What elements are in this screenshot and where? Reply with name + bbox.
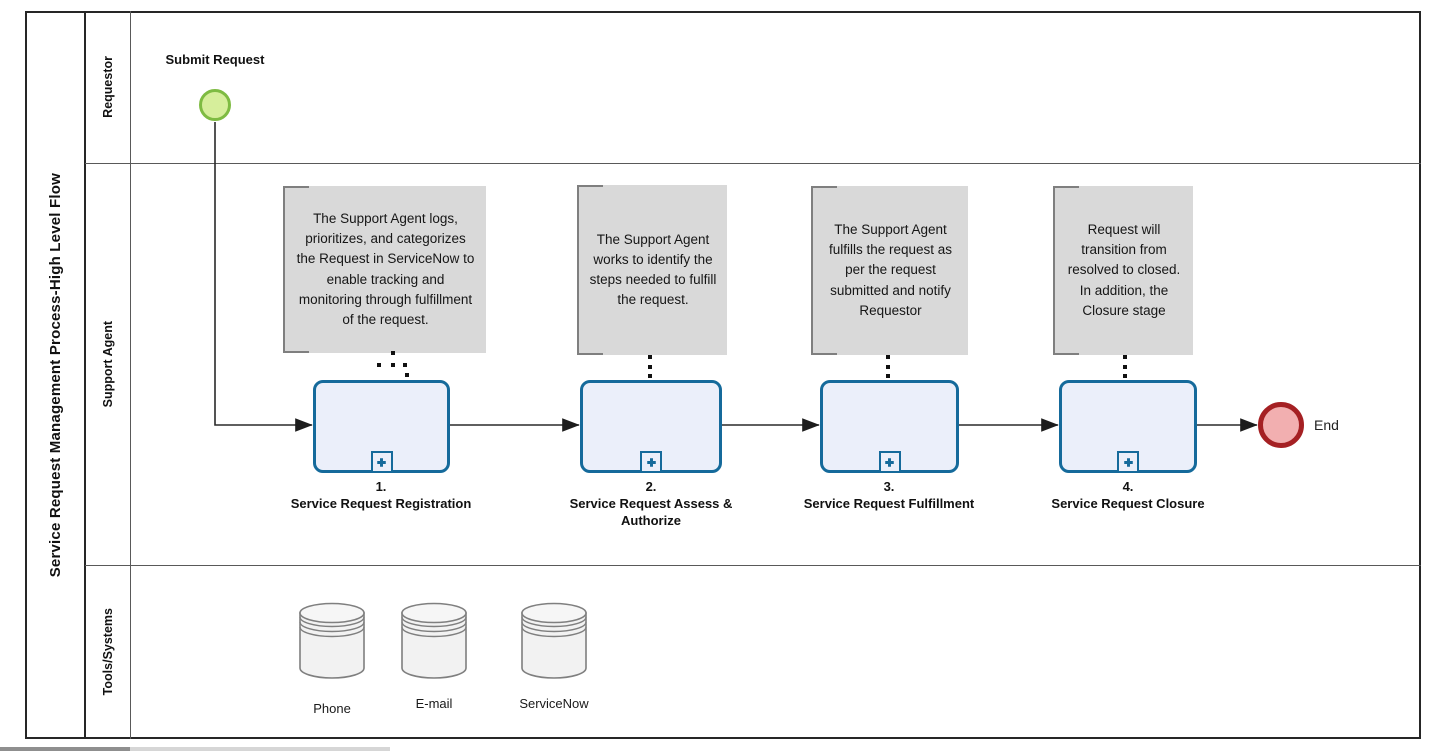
subprocess-expand-button[interactable]	[1117, 451, 1139, 473]
lane-tools-systems: Tools/Systems	[85, 565, 130, 739]
annotation-fulfillment-text: The Support Agent fulfills the request a…	[828, 221, 953, 318]
task-label-closure: 4. Service Request Closure	[1018, 479, 1238, 513]
subprocess-expand-button[interactable]	[640, 451, 662, 473]
annotation-registration: The Support Agent logs, prioritizes, and…	[283, 186, 486, 353]
task-name: Service Request Registration	[290, 495, 472, 511]
task-number: 2.	[645, 479, 657, 494]
task-fulfillment[interactable]	[820, 380, 959, 473]
task-label-fulfillment: 3. Service Request Fulfillment	[779, 479, 999, 513]
database-email[interactable]	[400, 602, 468, 680]
database-cylinder-icon	[521, 602, 587, 679]
lane-divider-2	[85, 565, 1421, 566]
task-closure[interactable]	[1059, 380, 1197, 473]
subprocess-plus-icon	[377, 457, 386, 467]
database-cylinder-icon	[299, 602, 365, 679]
task-assess-authorize[interactable]	[580, 380, 722, 473]
database-label-servicenow: ServiceNow	[519, 696, 589, 711]
annotation-registration-text: The Support Agent logs, prioritizes, and…	[296, 210, 475, 327]
database-label-phone: Phone	[313, 701, 351, 716]
pool-border	[25, 11, 1421, 739]
horizontal-scrollbar-track[interactable]	[0, 747, 390, 751]
database-phone[interactable]	[298, 602, 366, 680]
task-name: Service Request Assess & Authorize	[569, 495, 733, 528]
horizontal-scrollbar-thumb[interactable]	[0, 747, 130, 751]
end-event-circle[interactable]	[1258, 402, 1304, 448]
end-event-label: End	[1314, 417, 1339, 433]
lane-label-support-agent: Support Agent	[100, 320, 115, 408]
subprocess-plus-icon	[1123, 457, 1133, 467]
start-event-label: Submit Request	[165, 52, 265, 67]
lane-divider-1	[85, 163, 1421, 164]
annotation-assess-text: The Support Agent works to identify the …	[589, 231, 717, 308]
subprocess-plus-icon	[885, 457, 894, 467]
task-registration[interactable]	[313, 380, 450, 473]
task-name: Service Request Fulfillment	[803, 495, 975, 511]
subprocess-plus-icon	[646, 457, 656, 467]
annotation-closure-text: Request will transition from resolved to…	[1067, 221, 1181, 318]
lane-support-agent: Support Agent	[85, 163, 130, 565]
lane-label-requestor: Requestor	[100, 56, 115, 118]
subprocess-expand-button[interactable]	[878, 451, 901, 473]
task-label-registration: 1. Service Request Registration	[271, 479, 491, 513]
pool-title: Service Request Management Process-High …	[46, 172, 64, 578]
task-number: 1.	[375, 479, 387, 494]
annotation-closure: Request will transition from resolved to…	[1053, 186, 1193, 355]
task-number: 4.	[1122, 479, 1134, 494]
database-label-email: E-mail	[415, 696, 453, 711]
pool-title-cell: Service Request Management Process-High …	[25, 11, 85, 739]
task-name: Service Request Closure	[1051, 495, 1205, 511]
lane-label-tools-systems: Tools/Systems	[100, 608, 115, 696]
database-servicenow[interactable]	[520, 602, 588, 680]
start-event-circle[interactable]	[199, 89, 231, 121]
lane-requestor: Requestor	[85, 11, 130, 163]
task-label-assess-authorize: 2. Service Request Assess & Authorize	[546, 479, 756, 530]
annotation-assess: The Support Agent works to identify the …	[577, 185, 727, 355]
pool-title-divider	[84, 11, 86, 739]
annotation-fulfillment: The Support Agent fulfills the request a…	[811, 186, 968, 355]
lane-label-divider	[130, 11, 131, 739]
task-number: 3.	[883, 479, 895, 494]
subprocess-expand-button[interactable]	[370, 451, 393, 473]
database-cylinder-icon	[401, 602, 467, 679]
